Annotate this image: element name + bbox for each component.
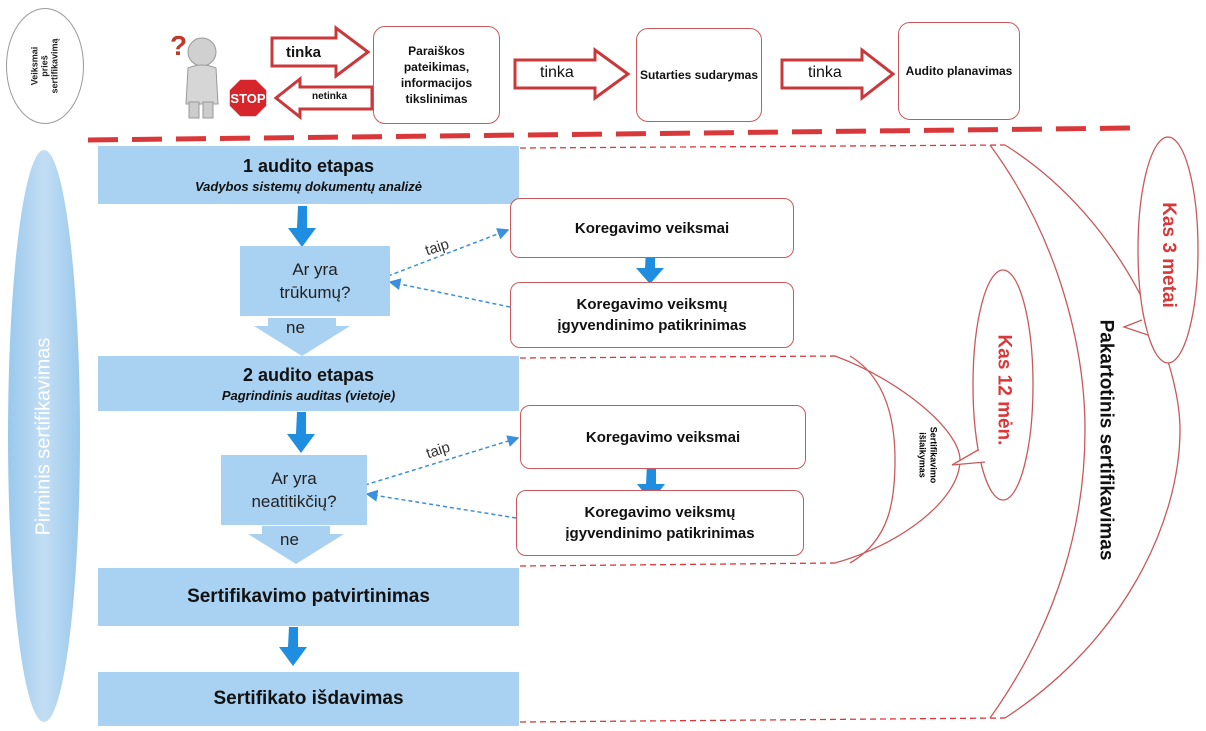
planning-text: Audito planavimas xyxy=(905,64,1013,78)
stage2-corrective-box: Koregavimo veiksmai xyxy=(520,405,806,469)
stage1-title: 1 audito etapas xyxy=(242,156,375,176)
stage2-question: Ar yra neatitikčių? xyxy=(251,469,337,511)
stage1-question: Ar yra trūkumų? xyxy=(279,260,351,302)
down-arrow-1 xyxy=(288,206,316,247)
every-12-months-wrap: Kas 12 mėn. xyxy=(983,320,1023,460)
initial-certification-oval: Pirminis sertifikavimas xyxy=(8,150,80,722)
application-box: Paraiškos pateikimas, informacijos tiksl… xyxy=(373,26,500,124)
stage2-box: 2 audito etapas Pagrindinis auditas (vie… xyxy=(98,356,519,411)
pre-certification-label: Veiksmai prieš sertifikavimą xyxy=(29,38,60,94)
dash-cert xyxy=(519,562,836,567)
down-arrow-5 xyxy=(279,627,307,666)
arrow-tinka-3 xyxy=(780,46,896,102)
maintenance-inner-curve xyxy=(849,355,896,564)
stage1-verification-box: Koregavimo veiksmų įgyvendinimo patikrin… xyxy=(510,282,794,348)
tinka-label-2: tinka xyxy=(540,64,574,81)
maintenance-label: Sertifikavimo išlaikymas xyxy=(917,426,938,484)
dashed-yes-1 xyxy=(387,228,510,277)
dashed-back-2 xyxy=(365,489,517,519)
dash-bottom xyxy=(519,717,1006,723)
separator-line xyxy=(87,125,1136,143)
stage1-subtitle: Vadybos sistemų dokumentų analizė xyxy=(194,179,423,194)
recert-outer-curve xyxy=(1004,144,1181,719)
down-arrow-2 xyxy=(287,412,315,453)
callout-12-tail xyxy=(951,449,986,466)
initial-certification-label: Pirminis sertifikavimas xyxy=(32,337,55,535)
recertification-wrap: Pakartotinis sertifikavimas xyxy=(1085,300,1125,580)
stage1-no-label: ne xyxy=(286,318,305,337)
dash-top xyxy=(519,144,1006,149)
tinka-label-1: tinka xyxy=(286,44,322,61)
maintenance-label-wrap: Sertifikavimo išlaikymas xyxy=(902,400,952,510)
stage2-question-box: Ar yra neatitikčių? xyxy=(221,455,367,525)
recert-inner-curve xyxy=(989,144,1086,719)
application-text: Paraiškos pateikimas, informacijos tiksl… xyxy=(400,44,473,106)
issuance-box: Sertifikato išdavimas xyxy=(98,672,519,726)
approval-text: Sertifikavimo patvirtinimas xyxy=(187,586,430,607)
ne-arrow-2 xyxy=(248,526,344,564)
every-3-years-wrap: Kas 3 metai xyxy=(1148,190,1188,320)
stage1-corrective: Koregavimo veiksmai xyxy=(574,219,730,237)
stage2-corrective: Koregavimo veiksmai xyxy=(585,428,741,446)
stage2-title: 2 audito etapas xyxy=(242,364,375,385)
stage2-verification-box: Koregavimo veiksmų įgyvendinimo patikrin… xyxy=(516,490,804,556)
every-3-years: Kas 3 metai xyxy=(1158,202,1179,308)
thinking-person-icon xyxy=(170,28,226,120)
issuance-text: Sertifikato išdavimas xyxy=(213,688,404,709)
tinka-label-3: tinka xyxy=(808,64,842,81)
question-mark-icon: ? xyxy=(170,30,188,61)
callout-3-tail xyxy=(1122,319,1149,336)
stop-sign-icon: STOP xyxy=(228,78,268,118)
stage1-question-box: Ar yra trūkumų? xyxy=(240,246,390,316)
dashed-back-1 xyxy=(388,278,511,308)
netinka-label: netinka xyxy=(312,91,348,102)
stage2-no-label: ne xyxy=(280,530,299,549)
every-12-months: Kas 12 mėn. xyxy=(993,334,1014,446)
down-arrow-3 xyxy=(636,250,664,284)
arrow-tinka-1 xyxy=(270,25,371,79)
stage1-corrective-box: Koregavimo veiksmai xyxy=(510,198,794,258)
stage1-verification: Koregavimo veiksmų įgyvendinimo patikrin… xyxy=(557,296,747,334)
planning-box: Audito planavimas xyxy=(898,22,1020,120)
contract-box: Sutarties sudarymas xyxy=(636,28,762,122)
callout-12-months xyxy=(972,269,1034,501)
stage2-verification: Koregavimo veiksmų įgyvendinimo patikrin… xyxy=(565,504,755,542)
callout-3-years xyxy=(1137,136,1199,364)
dashed-yes-2 xyxy=(364,435,520,486)
stage2-subtitle: Pagrindinis auditas (vietoje) xyxy=(221,387,396,403)
stop-sign-text: STOP xyxy=(230,90,266,106)
arrow-netinka xyxy=(273,75,374,121)
dash-stage2 xyxy=(519,355,841,359)
pre-certification-oval: Veiksmai prieš sertifikavimą xyxy=(6,8,84,124)
approval-box: Sertifikavimo patvirtinimas xyxy=(98,568,519,626)
contract-text: Sutarties sudarymas xyxy=(639,68,759,82)
stage1-box: 1 audito etapas Vadybos sistemų dokument… xyxy=(98,146,519,204)
ne-arrow-1 xyxy=(254,318,350,356)
arrow-tinka-2 xyxy=(513,47,631,101)
recertification-label: Pakartotinis sertifikavimas xyxy=(1095,319,1117,561)
